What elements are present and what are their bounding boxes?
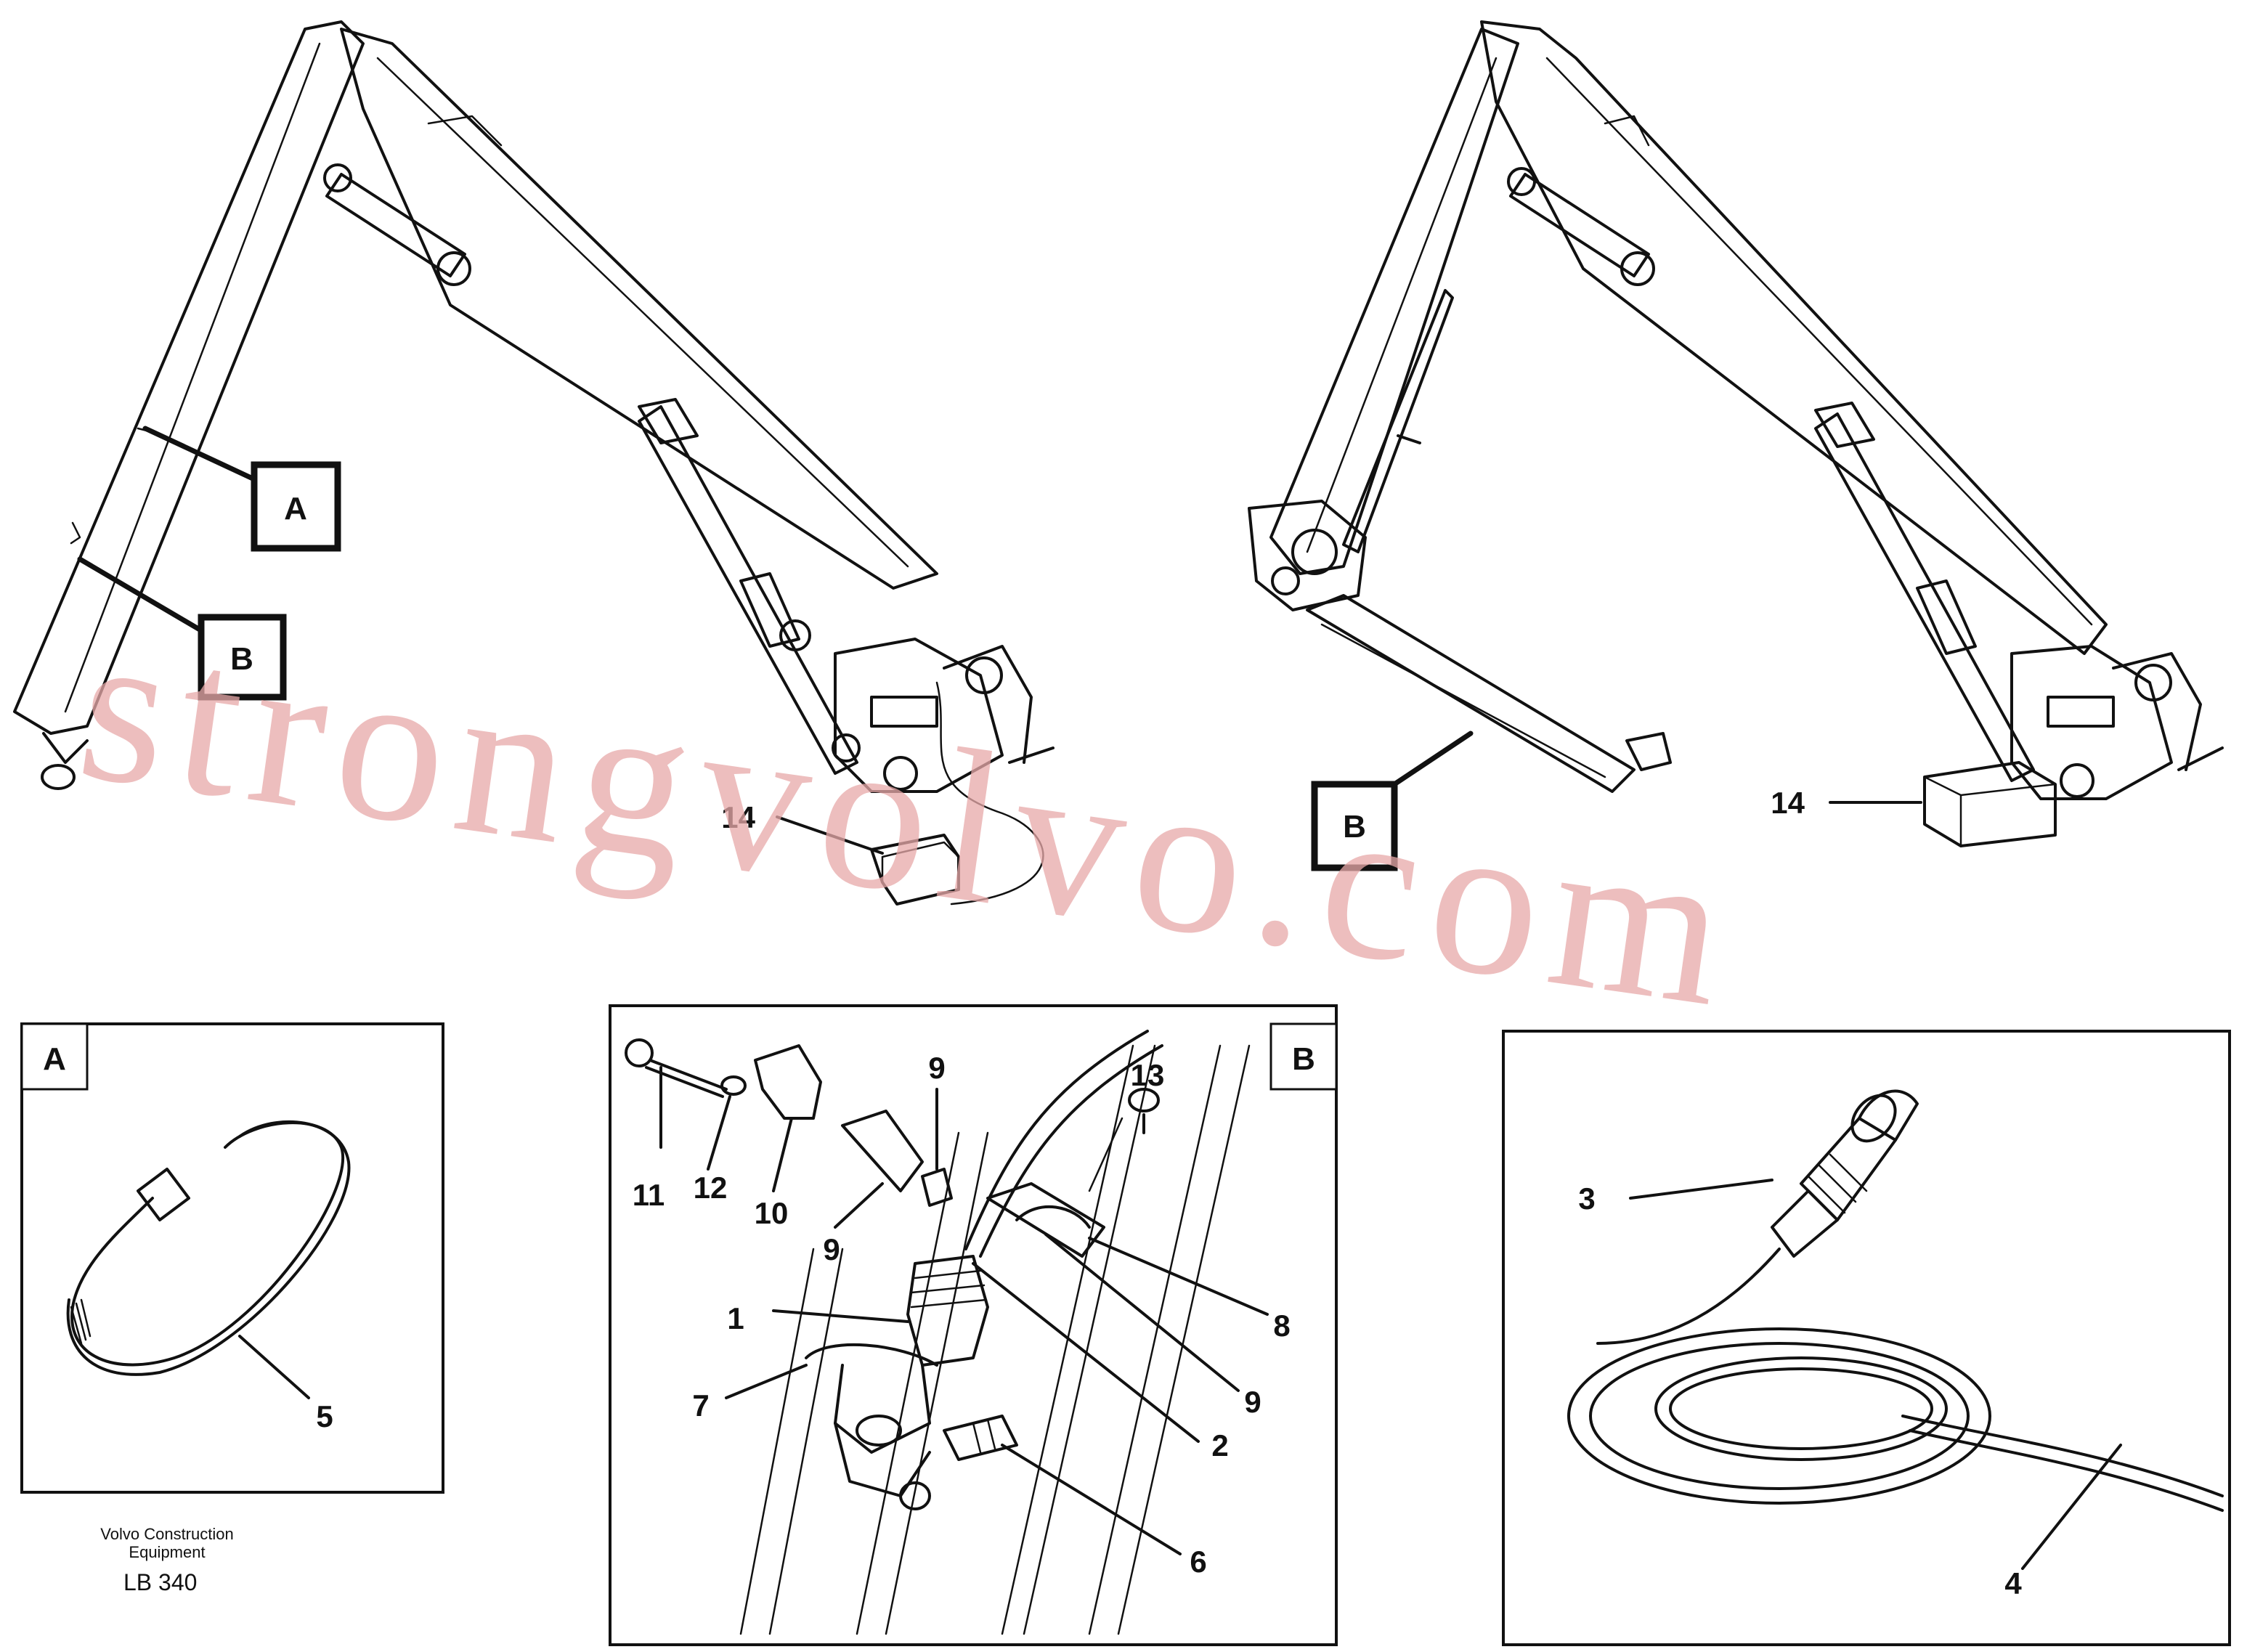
callout-10: 10	[755, 1196, 789, 1230]
view-tag-b-left: B	[198, 614, 287, 701]
leaders-left	[77, 426, 884, 855]
callout-14-right: 14	[1771, 786, 1805, 820]
callout-11: 11	[633, 1178, 665, 1212]
footer-line1: Volvo Construction	[100, 1525, 233, 1543]
callout-12: 12	[694, 1171, 728, 1205]
callout-3: 3	[1578, 1181, 1595, 1216]
boom-assembly-left	[13, 20, 1055, 906]
footer: Volvo Construction Equipment LB 340	[100, 1525, 233, 1595]
boom-assembly-right	[1248, 20, 2224, 847]
view-tag-a-left: A	[251, 461, 341, 552]
callout-2: 2	[1211, 1428, 1228, 1462]
callout-6: 6	[1190, 1545, 1206, 1579]
callout-5: 5	[316, 1399, 333, 1433]
callout-9-left: 9	[823, 1232, 840, 1266]
cable-tie-part	[66, 1120, 351, 1376]
callout-9-top: 9	[928, 1051, 945, 1085]
callout-13: 13	[1131, 1058, 1165, 1092]
coiled-cable-part	[1567, 1248, 2224, 1512]
footer-code: LB 340	[123, 1569, 197, 1595]
callout-1: 1	[727, 1301, 744, 1335]
view-tag-b-right-label: B	[1343, 809, 1366, 845]
footer-line2: Equipment	[129, 1543, 205, 1561]
callout-14-left: 14	[721, 800, 755, 834]
detail-panel-cable: 3 4	[1502, 1030, 2231, 1646]
callout-9-right: 9	[1244, 1385, 1261, 1419]
plug-part	[1771, 1089, 1919, 1258]
view-tag-b-right: B	[1311, 781, 1398, 871]
callout-7: 7	[692, 1388, 709, 1423]
panel-a-tag: A	[43, 1041, 66, 1077]
view-tag-a-label: A	[284, 491, 307, 526]
panel-b-tag: B	[1292, 1041, 1315, 1077]
detail-panel-a: A 5	[20, 1022, 444, 1494]
callout-8: 8	[1273, 1309, 1290, 1343]
view-tag-b-label: B	[230, 641, 253, 677]
detail-panel-b: B	[609, 1004, 1338, 1646]
callout-4: 4	[2004, 1566, 2022, 1600]
watermark: strongvolvo.com	[67, 582, 1751, 1054]
leaders-right	[1381, 731, 1922, 804]
